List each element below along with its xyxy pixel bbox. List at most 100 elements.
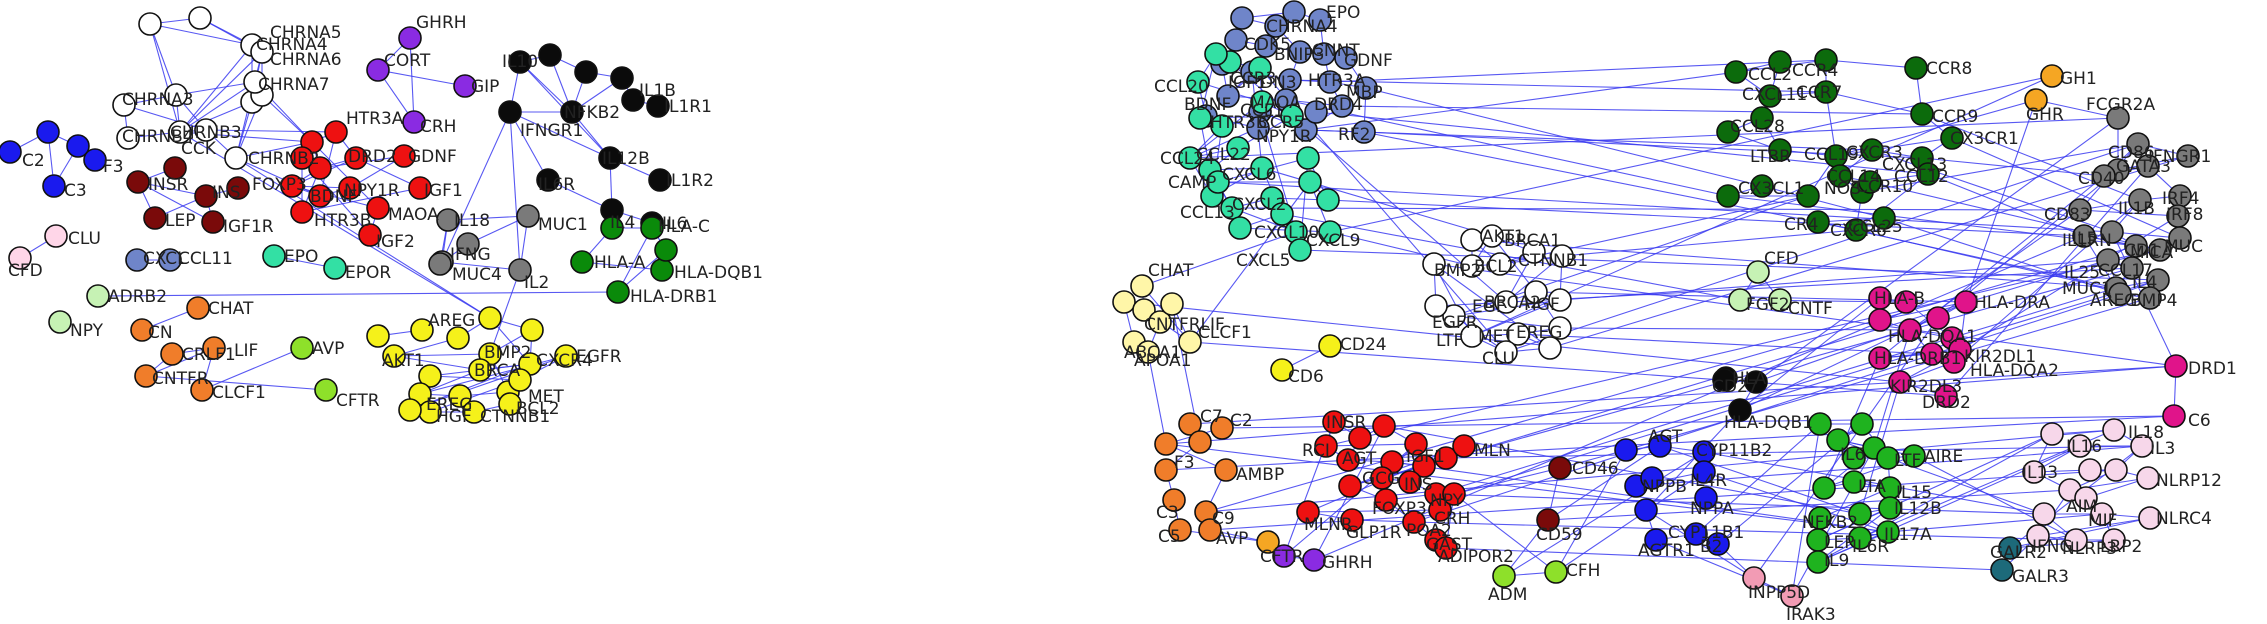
left-node-label: IGF1R — [223, 217, 274, 237]
right-node-label: CCR10 — [1856, 177, 1913, 197]
right-node — [1806, 550, 1830, 574]
left-node — [508, 368, 532, 392]
right-node — [1860, 138, 1884, 162]
right-node — [1316, 188, 1340, 212]
left-node — [164, 83, 188, 107]
right-node — [1148, 310, 1172, 334]
right-node-label: FOXP3 — [1372, 499, 1427, 519]
right-node — [1768, 288, 1792, 312]
right-node-label: CD6 — [1288, 367, 1324, 387]
right-edge — [1547, 445, 1661, 521]
right-node-label: GHRH — [1322, 553, 1373, 573]
right-node-label: NOS — [1824, 179, 1861, 199]
right-edge — [1505, 255, 1563, 303]
right-node-label: NPPB — [1642, 477, 1687, 497]
right-node-label: CCL14 — [1826, 167, 1881, 187]
left-node — [66, 134, 90, 158]
right-node-label: KIR2DL3 — [1890, 377, 1962, 397]
right-node — [1910, 102, 1934, 126]
left-node — [574, 60, 598, 84]
left-node — [418, 364, 442, 388]
right-node — [1302, 548, 1326, 572]
right-node-label: CCL1 — [1240, 101, 1284, 121]
right-node-label: MET — [1478, 327, 1514, 347]
right-node — [2022, 460, 2046, 484]
left-node-label: HLA-C — [658, 217, 710, 237]
left-node-label: EPO — [284, 247, 318, 267]
right-network-nodes — [1112, 0, 2200, 608]
left-node — [202, 336, 226, 360]
right-node — [1850, 412, 1874, 436]
right-node-label: MICA — [2130, 243, 2174, 263]
left-node — [308, 156, 332, 180]
left-node-label: CFTR — [336, 391, 380, 411]
left-node — [143, 206, 167, 230]
left-node — [280, 174, 304, 198]
left-edge — [509, 111, 521, 271]
right-node-label: AIRE — [1924, 447, 1963, 467]
right-edge — [1561, 229, 1857, 257]
right-node-label: BDNF — [1184, 95, 1231, 115]
left-node — [290, 200, 314, 224]
right-node — [2138, 286, 2162, 310]
right-node-label: DRD1 — [2188, 359, 2237, 379]
left-node — [190, 378, 214, 402]
right-node-label: IL3 — [2150, 439, 2175, 459]
right-edge — [1141, 231, 1297, 287]
right-node — [1228, 216, 1252, 240]
right-node — [1808, 412, 1832, 436]
right-node — [1758, 84, 1782, 108]
left-node — [262, 244, 286, 268]
right-node — [2102, 528, 2126, 552]
right-node-label: HLA-B — [1874, 289, 1925, 309]
right-edge — [2079, 209, 2179, 217]
right-node — [1460, 254, 1484, 278]
left-node-label: LEP — [165, 211, 195, 231]
right-node — [1130, 274, 1154, 298]
right-node-label: C7 — [1200, 407, 1223, 427]
right-node — [2126, 132, 2150, 156]
right-edge — [1555, 449, 1627, 573]
right-node — [1796, 184, 1820, 208]
right-node-label: GALR2 — [1990, 543, 2047, 563]
left-node-label: CLU — [68, 229, 101, 249]
right-edge — [1879, 301, 1967, 321]
right-node — [1640, 466, 1664, 490]
right-node-label: AMBP — [1236, 465, 1284, 485]
right-edge — [1825, 91, 1923, 115]
left-edge — [97, 291, 619, 297]
left-node-label: CHRNB4 — [122, 127, 194, 147]
right-node — [1692, 460, 1716, 484]
right-node — [2064, 528, 2088, 552]
right-node-label: CCR7 — [1796, 83, 1842, 103]
left-node — [8, 246, 32, 270]
right-node — [1806, 210, 1830, 234]
right-node-label: AIM — [2066, 497, 2097, 517]
right-node-label: RCI — [1302, 441, 1330, 461]
left-node-label: CHRNA3 — [122, 90, 194, 110]
right-node-label: EREG — [1516, 323, 1562, 343]
right-node-label: IGF1 — [1228, 73, 1267, 93]
right-node — [1374, 488, 1398, 512]
right-node — [1712, 368, 1736, 392]
right-node-label: HLA-DRB1 — [1874, 349, 1961, 369]
right-node — [1506, 322, 1530, 346]
right-node-label: CCL25 — [1848, 217, 1903, 237]
right-node — [2032, 502, 2056, 526]
right-node — [2130, 434, 2154, 458]
right-edge — [1887, 513, 2103, 533]
left-node — [338, 176, 362, 200]
right-node — [1942, 350, 1966, 374]
left-edge — [489, 269, 521, 355]
left-node — [201, 210, 225, 234]
right-node — [1878, 496, 1902, 520]
left-node-label: CXCL — [143, 249, 187, 269]
right-node — [1452, 434, 1476, 458]
left-node — [366, 196, 390, 220]
right-node — [1294, 118, 1318, 142]
right-node-label: DRD2 — [1922, 393, 1971, 413]
right-edge — [1453, 467, 1561, 495]
right-node-label: CCL2 — [1748, 65, 1792, 85]
right-node-label: APOA1 — [1134, 351, 1191, 371]
